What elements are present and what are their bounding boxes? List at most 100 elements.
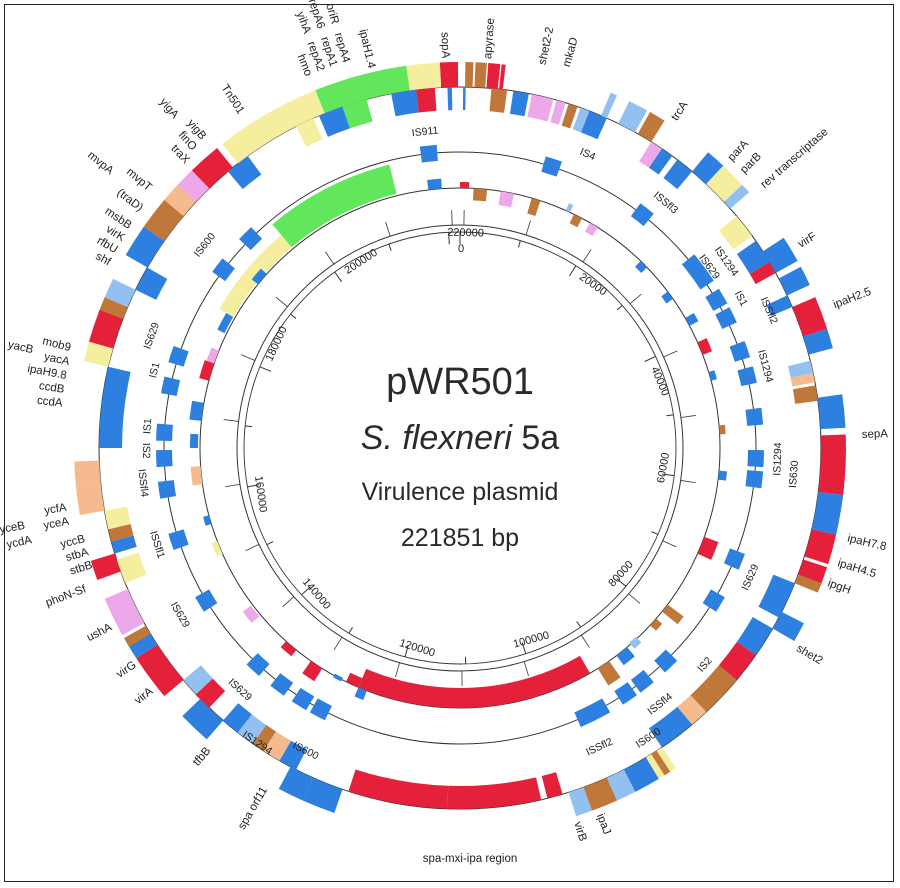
feature-block [706, 165, 743, 202]
density-bar [272, 164, 397, 248]
gene-label: spa orf11 [236, 785, 270, 832]
feature-block [108, 524, 134, 542]
is-element-block [212, 258, 235, 282]
feature-block [811, 491, 844, 535]
feature-block [583, 777, 618, 811]
density-bar [697, 338, 713, 355]
feature-block [474, 62, 487, 88]
feature-block [794, 574, 822, 593]
density-bar [190, 466, 203, 486]
gene-label: mvpT [124, 166, 154, 194]
gene-label: ccdB [38, 380, 65, 396]
density-bar [527, 198, 541, 216]
is-element-block [574, 705, 597, 727]
density-bar [718, 470, 727, 481]
density-bar [189, 400, 204, 421]
feature-block [766, 295, 793, 316]
feature-block [447, 777, 542, 809]
density-bar [685, 313, 699, 326]
is-element-label: IS629 [739, 562, 761, 592]
density-bar [332, 673, 343, 682]
feature-block [99, 297, 128, 319]
scale-tick [651, 531, 659, 535]
scale-tick [259, 366, 272, 372]
feature-block [104, 589, 145, 636]
gene-label: Tn501 [219, 82, 247, 116]
is-element-label: IS629 [226, 676, 254, 703]
is-element-block [745, 470, 764, 489]
gene-label: yceB [0, 520, 26, 536]
feature-block [195, 678, 226, 708]
feature-block [223, 703, 252, 733]
density-bar [585, 222, 598, 236]
feature-block [237, 714, 267, 744]
density-bar [498, 191, 515, 208]
minor-tick [325, 251, 335, 265]
minor-tick [523, 661, 529, 677]
density-bar [199, 360, 215, 381]
feature-block [76, 485, 105, 516]
density-bar [635, 260, 648, 273]
is-element-block [654, 649, 678, 673]
feature-block [342, 99, 373, 129]
scale-tick [662, 473, 675, 477]
feature-block [663, 159, 693, 190]
is-element-block [747, 450, 764, 468]
minor-tick [680, 415, 696, 418]
minor-tick [245, 543, 260, 552]
density-bar [427, 178, 442, 190]
feature-block [177, 170, 210, 202]
feature-block [572, 107, 590, 133]
is-element-block [157, 480, 177, 499]
feature-block [111, 535, 137, 554]
density-bar [662, 604, 684, 625]
plasmid-description: Virulence plasmid [362, 478, 559, 506]
feature-block [692, 152, 724, 184]
feature-block [74, 460, 101, 489]
feature-block [637, 112, 665, 142]
is-element-label: IS600 [634, 726, 664, 751]
gene-label: ushA [85, 621, 114, 644]
feature-block [649, 706, 693, 748]
density-bar [616, 647, 635, 666]
density-bar [650, 618, 663, 631]
scale-tick [348, 626, 353, 634]
is-element-block [705, 288, 728, 312]
gene-label: ipaH1.4 [357, 28, 378, 70]
density-bar [597, 660, 621, 686]
is-element-block [309, 698, 332, 721]
is-element-label: IS2 [695, 655, 715, 675]
feature-block [104, 506, 131, 530]
feature-block [447, 87, 453, 111]
feature-block [222, 90, 325, 164]
feature-block [792, 385, 818, 404]
scale-tick [448, 232, 450, 245]
minor-tick [385, 221, 391, 237]
is-element-label: IS629 [168, 600, 192, 630]
is-element-label: IS1 [732, 289, 750, 309]
feature-block [125, 226, 165, 268]
gene-label: apyrase [482, 18, 497, 60]
feature-block [736, 617, 773, 656]
feature-block [550, 100, 566, 125]
scale-tick-label: 0 [458, 243, 464, 255]
minor-tick [662, 540, 677, 548]
feature-block [792, 297, 828, 337]
density-bar [697, 536, 719, 560]
density-bar [251, 268, 267, 285]
plasmid-name: pWR501 [386, 361, 534, 403]
feature-block [83, 341, 113, 367]
feature-block [99, 366, 131, 448]
is-element-label: IS630 [787, 460, 801, 488]
gene-label: ipgH [826, 577, 852, 596]
scale-tick [290, 313, 297, 319]
feature-block [88, 309, 123, 349]
center-title: pWR501 S. flexneri 5a Virulence plasmid … [361, 361, 560, 552]
feature-block [125, 628, 158, 659]
feature-block [406, 62, 435, 91]
density-bar [358, 655, 590, 708]
feature-block [252, 724, 276, 751]
gene-label: (traD) [114, 187, 145, 214]
feature-blocks [74, 62, 846, 817]
feature-block [718, 641, 756, 681]
